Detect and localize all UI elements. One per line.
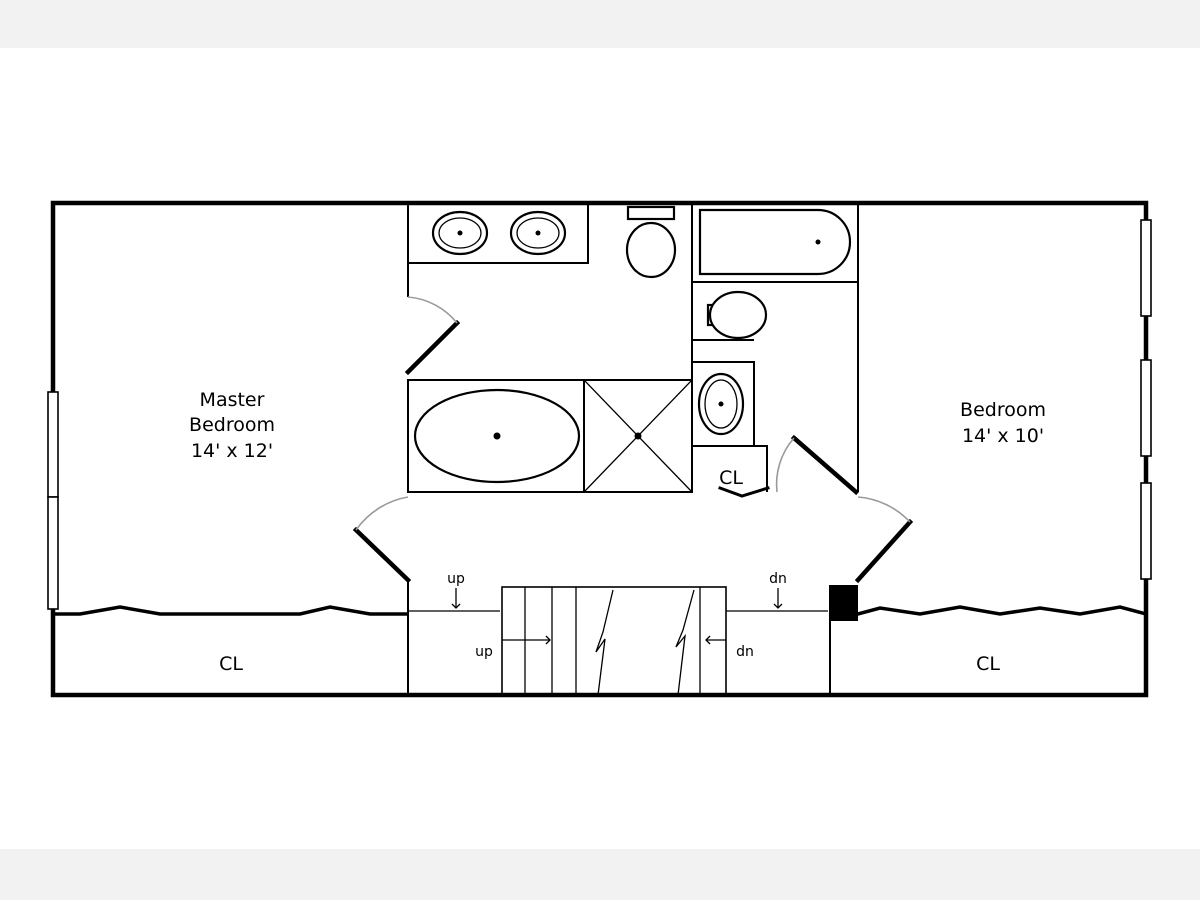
window-right bbox=[1140, 219, 1152, 580]
toilet-master bbox=[625, 205, 677, 279]
soaking-tub bbox=[413, 388, 581, 484]
sink-hall bbox=[697, 372, 745, 436]
closet-bath-label: CL bbox=[719, 467, 743, 489]
closet-right-label: CL bbox=[976, 653, 1000, 675]
top-margin-band bbox=[0, 0, 1200, 48]
shower-drain bbox=[634, 432, 642, 440]
stair-up-bottom-label: up bbox=[475, 644, 493, 660]
staircase bbox=[408, 586, 828, 696]
bathtub-hall bbox=[698, 208, 852, 276]
stair-dn-top-label: dn bbox=[769, 571, 787, 587]
stair-up-top-label: up bbox=[447, 571, 465, 587]
bottom-margin-band bbox=[0, 849, 1200, 900]
stair-dn-bottom-label: dn bbox=[736, 644, 754, 660]
master-bedroom-name-2: Bedroom bbox=[189, 414, 275, 436]
closet-left-label: CL bbox=[219, 653, 243, 675]
master-bedroom-size: 14' x 12' bbox=[191, 440, 273, 462]
closet-left-wall bbox=[51, 605, 408, 616]
master-bedroom-name: Master bbox=[200, 389, 265, 411]
window-left bbox=[47, 391, 59, 610]
bedroom-size: 14' x 10' bbox=[962, 425, 1044, 447]
toilet-hall bbox=[706, 290, 768, 340]
interior-walls bbox=[352, 205, 914, 695]
bedroom-name: Bedroom bbox=[960, 399, 1046, 421]
closet-right-wall bbox=[855, 605, 1149, 617]
double-sink bbox=[431, 210, 567, 256]
